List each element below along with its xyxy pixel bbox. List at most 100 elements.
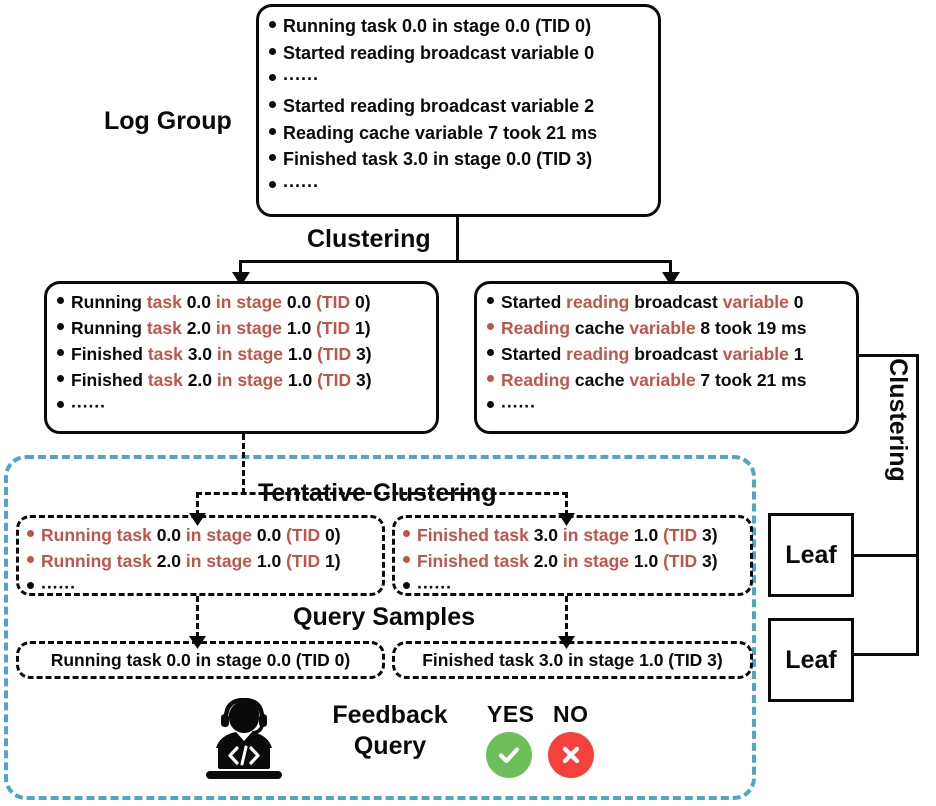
log-token: ······	[41, 576, 76, 597]
log-token: in stage	[216, 369, 288, 390]
log-token: 1.0	[633, 525, 664, 545]
leaf-branch-v	[916, 354, 919, 656]
log-token: (TID	[316, 317, 355, 338]
tentative-down-left	[196, 492, 199, 516]
leaf-label-2: Leaf	[785, 645, 837, 674]
log-line-text: Running task 0.0 in stage 0.0 (TID 0)	[71, 290, 371, 316]
log-line-text: ······	[283, 66, 319, 93]
clustering-label-top: Clustering	[307, 225, 431, 253]
log-token: (TID	[286, 525, 325, 545]
tentative-bar	[196, 492, 568, 495]
bullet-icon	[487, 322, 494, 330]
query-stem-right	[565, 596, 568, 638]
log-token: 2.0	[187, 369, 217, 390]
log-line: Running task 0.0 in stage 0.0 (TID 0)	[27, 523, 374, 549]
log-token: Finished task 3.0 in stage 0.0 (TID 3)	[283, 149, 593, 170]
yes-button[interactable]	[486, 732, 532, 778]
clustering-label-right: Clustering	[884, 358, 912, 482]
yes-label: YES	[487, 701, 535, 727]
bullet-icon	[403, 581, 410, 589]
log-token: 1.0	[256, 550, 287, 571]
log-token: in stage	[185, 525, 257, 545]
bullet-icon	[269, 21, 276, 28]
tentative-stem	[242, 434, 245, 494]
log-line: Reading cache variable 8 took 19 ms	[487, 316, 846, 342]
log-token: 0)	[355, 292, 371, 312]
query-sample-left-text: Running task 0.0 in stage 0.0 (TID 0)	[50, 649, 351, 670]
bullet-icon	[27, 530, 34, 537]
log-line: Running task 2.0 in stage 1.0 (TID 1)	[27, 549, 374, 575]
log-token: reading	[566, 343, 635, 364]
log-token: Started reading broadcast variable 2	[283, 95, 595, 116]
bullet-icon	[27, 581, 34, 589]
no-button[interactable]	[548, 732, 594, 778]
bullet-icon	[487, 297, 494, 304]
log-token: in stage	[215, 292, 287, 312]
log-token: 3)	[702, 525, 718, 545]
log-token: (TID	[663, 550, 702, 571]
log-line-text: Running task 0.0 in stage 0.0 (TID 0)	[283, 13, 591, 40]
check-icon	[498, 747, 520, 764]
log-token: 0	[793, 292, 804, 312]
leaf-label-1: Leaf	[785, 540, 837, 569]
log-line: Started reading broadcast variable 1	[487, 342, 846, 368]
bullet-icon	[269, 154, 276, 162]
no-label: NO	[553, 701, 589, 727]
log-token: Reading cache variable 7 took 21 ms	[283, 122, 598, 143]
leaf-branch-h-top	[859, 354, 919, 357]
log-line-text: Started reading broadcast variable 1	[501, 342, 804, 368]
log-line: ······	[57, 394, 426, 420]
log-line: Started reading broadcast variable 2	[269, 93, 648, 120]
log-token: 0.0	[156, 525, 186, 545]
log-token: Started reading broadcast variable 0	[283, 42, 595, 63]
log-token: in stage	[215, 317, 287, 338]
log-line-text: ······	[501, 394, 536, 420]
log-token: (TID	[317, 343, 356, 364]
log-line-text: Started reading broadcast variable 2	[283, 93, 594, 120]
query-stem-left	[196, 596, 199, 638]
bullet-icon	[57, 322, 64, 330]
log-token: Finished	[71, 343, 148, 364]
connector-down-left	[239, 260, 242, 274]
log-line-text: Finished task 3.0 in stage 1.0 (TID 3)	[417, 523, 718, 549]
log-line-text: Finished task 2.0 in stage 1.0 (TID 3)	[71, 368, 372, 394]
tentative-clustering-label: Tentative Clustering	[258, 479, 497, 507]
log-token: 0.0	[286, 292, 317, 312]
log-line: Finished task 3.0 in stage 0.0 (TID 3)	[269, 146, 648, 173]
log-token: broadcast	[634, 292, 723, 312]
log-line: ······	[487, 394, 846, 420]
bullet-icon	[57, 374, 64, 382]
tentative-down-right	[565, 492, 568, 516]
developer-headset-icon	[206, 698, 282, 779]
log-token: ······	[283, 175, 319, 196]
log-token: 2.0	[156, 550, 186, 571]
query-sample-left: Running task 0.0 in stage 0.0 (TID 0)	[16, 641, 385, 679]
log-token: (TID	[316, 292, 355, 312]
log-token: variable	[629, 317, 701, 338]
log-token: 0.0	[256, 525, 287, 545]
log-token: 8 took 19 ms	[700, 317, 807, 338]
bullet-icon	[487, 348, 494, 356]
log-token: Running	[71, 292, 147, 312]
log-token: variable	[722, 292, 794, 312]
log-group-box: Running task 0.0 in stage 0.0 (TID 0)Sta…	[256, 4, 661, 217]
log-token: task	[147, 343, 188, 364]
log-token: cache	[574, 369, 630, 390]
log-token: 1)	[355, 317, 371, 338]
log-token: in stage	[562, 525, 634, 545]
log-line: Reading cache variable 7 took 21 ms	[487, 368, 846, 394]
log-token: 1	[793, 343, 804, 364]
log-token: Reading	[501, 369, 575, 390]
log-token: variable	[629, 369, 701, 390]
log-token: Started	[501, 343, 567, 364]
log-line-text: Reading cache variable 7 took 21 ms	[501, 368, 806, 394]
log-line-text: ······	[71, 394, 106, 420]
bullet-icon	[269, 180, 276, 188]
bullet-icon	[487, 374, 494, 382]
bullet-icon	[57, 400, 64, 408]
tentative-left-box: Running task 0.0 in stage 0.0 (TID 0)Run…	[16, 515, 385, 597]
log-token: Started	[501, 292, 567, 312]
log-token: 3.0	[533, 525, 563, 545]
bullet-icon	[57, 297, 64, 304]
log-line: Started reading broadcast variable 0	[269, 40, 648, 67]
